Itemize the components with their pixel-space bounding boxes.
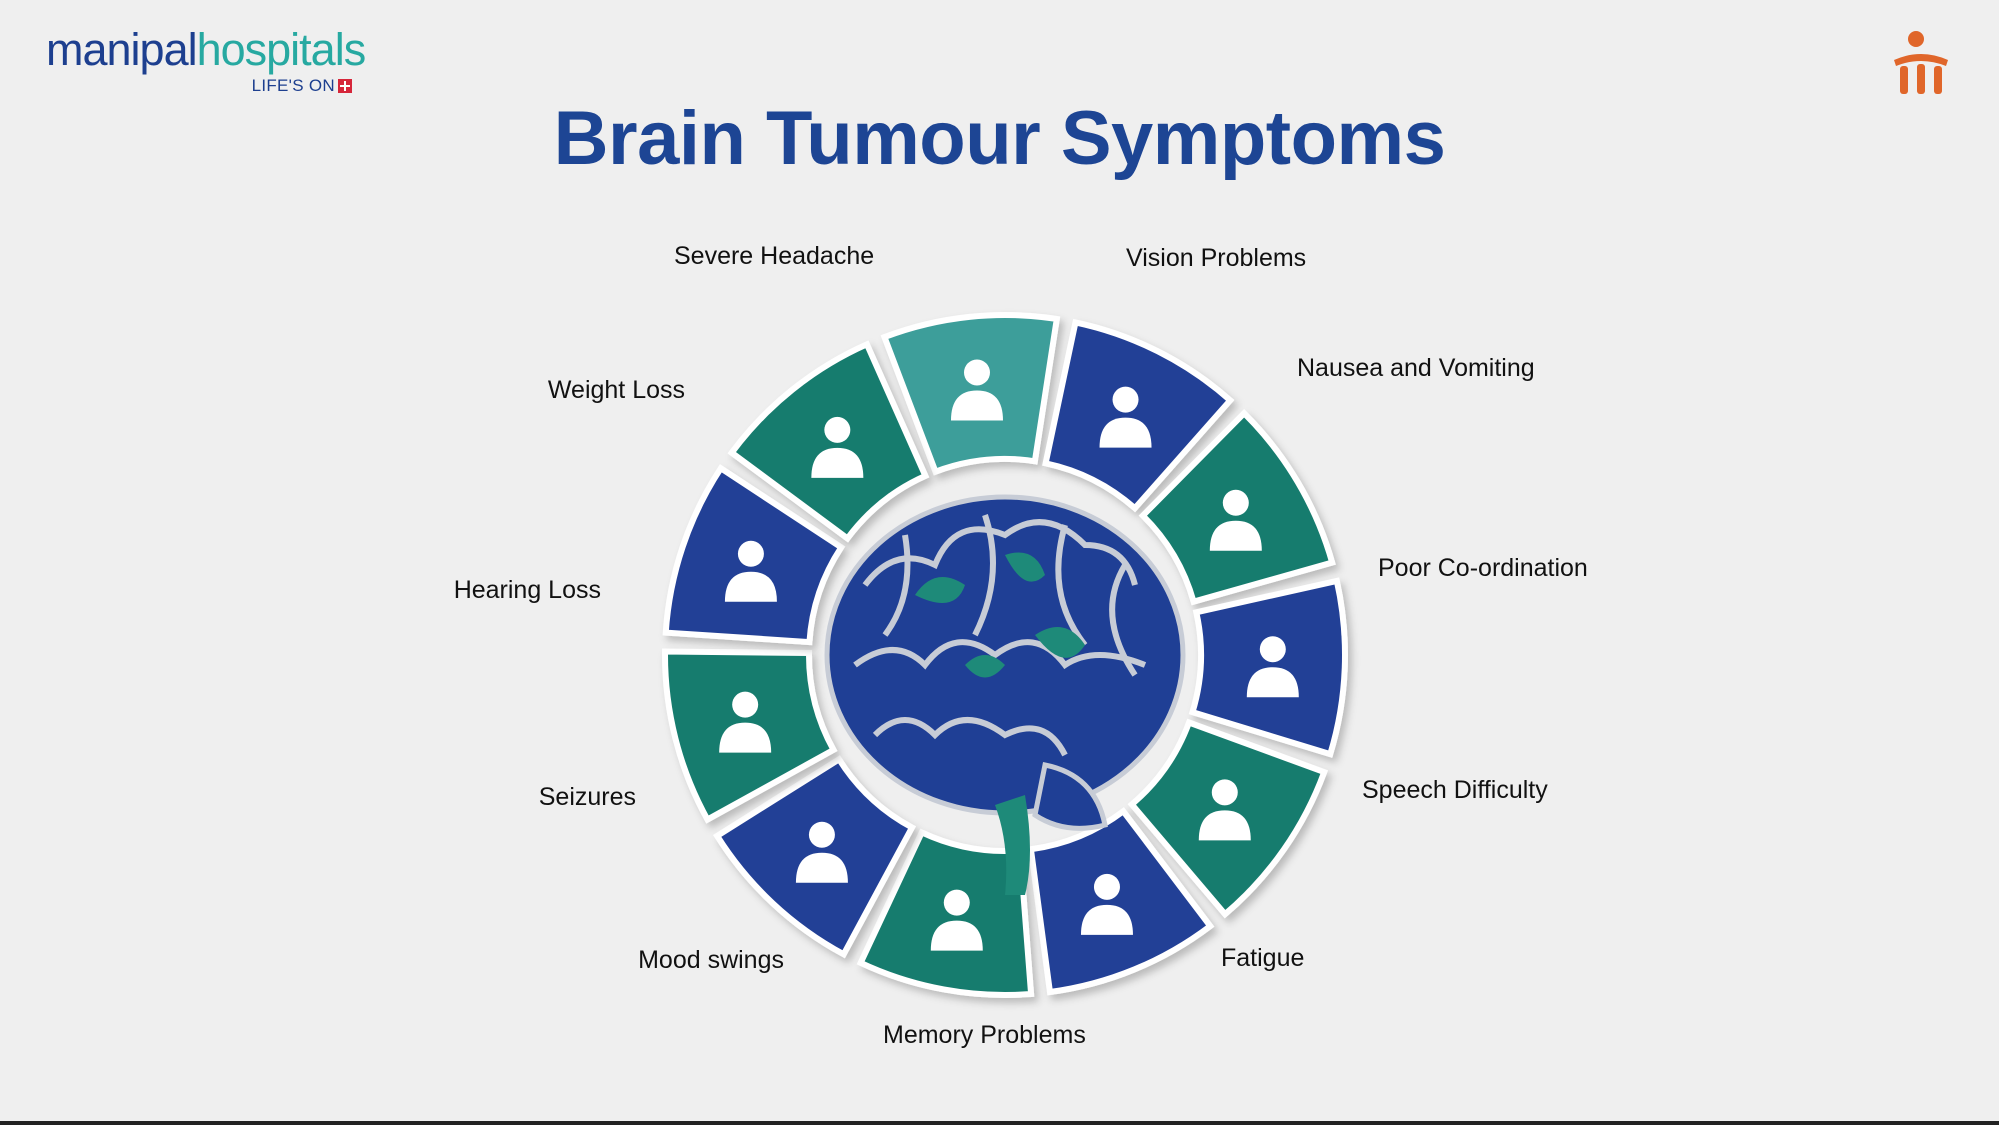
symptom-label: Speech Difficulty [1362,776,1548,804]
brain-head-icon [930,889,983,951]
symptom-label: Hearing Loss [453,576,601,604]
segment-memory-problems [856,828,1035,998]
vomiting-person-icon [1209,489,1262,551]
eye-icon [1099,386,1152,448]
symptom-label: Fatigue [1221,944,1305,972]
low-battery-person-icon [1080,873,1133,935]
speech-bubble-person-icon [1198,779,1251,841]
symptom-label: Mood swings [638,946,784,974]
symptom-label: Nausea and Vomiting [1297,354,1535,382]
symptom-label: Weight Loss [547,376,685,404]
page-title: Brain Tumour Symptoms [553,96,1446,181]
symptom-label: Poor Co-ordination [1378,554,1588,582]
manipal-logo: manipalhospitals LIFE'S ON [46,24,366,104]
segment-weight-loss [727,340,930,543]
segments [662,312,1348,998]
headache-person-icon [950,359,1003,421]
cross-icon [338,79,352,93]
symptom-label: Seizures [538,783,636,811]
ear-pain-person-icon [724,540,777,602]
brain-icon [824,494,1186,895]
symptom-label: Memory Problems [883,1021,1086,1049]
symptom-label: Severe Headache [674,242,875,270]
weighing-scale-icon [811,416,864,478]
symptom-label: Vision Problems [1126,244,1307,272]
bottom-border [0,1121,1999,1125]
brand-tagline: LIFE'S ON [252,76,352,96]
brand-name: manipalhospitals [46,24,366,75]
segment-vision-problems [1042,318,1235,513]
coordination-people-icon [1246,636,1299,698]
dizzy-face-icon [795,821,848,883]
figure-logo-icon [1894,31,1948,94]
person-on-bed-icon [719,691,772,753]
